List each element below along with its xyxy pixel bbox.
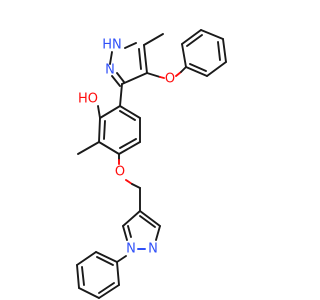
bond-o-ph [175, 71, 182, 77]
benz-b6 [119, 105, 141, 119]
pyr2-b4 [155, 225, 161, 241]
bond-o-ch2-half [125, 179, 133, 185]
ph1-b5 [206, 61, 227, 77]
benz-b1 [99, 105, 121, 119]
bond-c4-c5 [143, 44, 148, 74]
ph1-b4 [222, 38, 227, 63]
pyr2-b5 [139, 210, 161, 227]
n-label-bottom-1: N [126, 242, 136, 257]
molecule-diagram: HN N O HO O N N [76, 29, 227, 299]
pyr2-b2 [122, 225, 128, 241]
bond-n2-c3-double [116, 72, 125, 83]
bond-o-c4-half [159, 76, 165, 79]
benz-b4 [118, 141, 141, 155]
o-phenoxy-label: O [165, 72, 175, 87]
ph1-b6-double [189, 63, 207, 72]
bond-n2-c3 [111, 75, 121, 87]
bond-o-ch2 [131, 183, 141, 189]
bond-c4-c5-double [138, 48, 142, 70]
bond-n1-n2 [109, 51, 113, 65]
ph1-b1 [181, 43, 187, 68]
atom-labels: HN N O HO O N N [78, 38, 175, 257]
n-label-bottom-2: N [148, 242, 158, 257]
oh-label: HO [78, 92, 98, 107]
ph2-b1 [95, 251, 118, 263]
bond-c4-o [146, 72, 161, 78]
ph1-b4-double [217, 41, 221, 61]
benz-b2 [98, 117, 101, 143]
bond-c3-c4 [121, 72, 148, 85]
ph1-b3 [200, 29, 224, 40]
ph2-b6 [116, 261, 120, 286]
bond-n-ph [116, 255, 127, 263]
ph2-b5 [98, 284, 120, 299]
bond-c5-methyl [143, 33, 164, 46]
ph2-b4 [78, 287, 100, 299]
ph2-b2 [76, 251, 97, 266]
ph2-b1-double [96, 256, 114, 266]
bond-c5-n1 [124, 42, 137, 49]
o-ether-label: O [115, 165, 125, 180]
structure-drawing: HN N O HO O N N [76, 29, 227, 299]
pyr2-b1 [122, 210, 141, 227]
ph2-b3-double [81, 266, 85, 286]
benz-b4-double [119, 138, 137, 149]
bond-c3-benz [119, 83, 123, 107]
ph2-b3 [76, 264, 80, 289]
ph1-b2 [181, 29, 202, 45]
bond-benz-methyl [77, 141, 100, 155]
n-label-top: N [105, 63, 115, 78]
hn-label: HN [102, 38, 122, 53]
ph1-b2-double [186, 34, 203, 47]
pyr2-b2-double [127, 225, 132, 238]
ph1-b6 [185, 66, 208, 77]
ph2-b5-double [98, 282, 115, 294]
pyr2-b5-double [139, 215, 156, 228]
benz-b2-double [103, 120, 106, 140]
benz-b6-double [119, 110, 136, 121]
bond-o-ph-c [180, 66, 187, 73]
benz-b3 [98, 141, 120, 155]
bonds [76, 29, 227, 299]
bond-c2-oh [97, 105, 101, 119]
